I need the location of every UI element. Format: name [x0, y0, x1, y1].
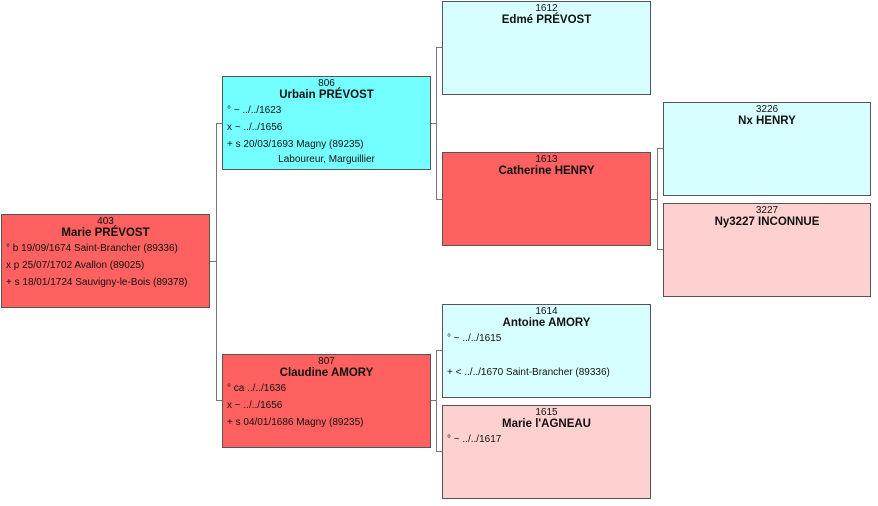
- connector-line: [436, 199, 442, 200]
- death-event: + s 04/01/1686 Magny (89235): [227, 417, 364, 428]
- person-name: Catherine HENRY: [498, 165, 595, 177]
- connector-line: [657, 148, 658, 249]
- connector-line: [436, 350, 437, 451]
- death-event: + < ../../1670 Saint-Brancher (89336): [447, 367, 610, 378]
- person-name: Marie PRÉVOST: [61, 227, 150, 239]
- connector-line: [436, 47, 442, 48]
- death-event: + s 20/03/1693 Magny (89235): [227, 139, 364, 150]
- sosa-number: 807: [318, 356, 335, 367]
- connector-line: [431, 123, 437, 124]
- person-card-1615[interactable]: 1615 Marie l'AGNEAU ° ~ ../../1617: [442, 405, 651, 499]
- sosa-number: 1614: [535, 306, 558, 317]
- person-card-1613[interactable]: 1613 Catherine HENRY: [442, 152, 651, 246]
- person-card-1614[interactable]: 1614 Antoine AMORY ° ~ ../../1615 + < ..…: [442, 304, 651, 398]
- birth-event: ° b 19/09/1674 Saint-Brancher (89336): [6, 243, 178, 254]
- connector-line: [431, 400, 437, 401]
- connector-line: [651, 199, 657, 200]
- connector-line: [657, 249, 663, 250]
- person-card-3227[interactable]: 3227 Ny3227 INCONNUE: [663, 203, 871, 297]
- sosa-number: 3226: [755, 104, 779, 115]
- connector-line: [436, 47, 437, 199]
- connector-line: [216, 123, 217, 400]
- person-name: Nx HENRY: [738, 115, 796, 127]
- connector-line: [216, 123, 222, 124]
- connector-line: [436, 451, 442, 452]
- connector-line: [210, 261, 217, 262]
- person-card-806[interactable]: 806 Urbain PRÉVOST ° ~ ../../1623 x ~ ..…: [222, 76, 431, 170]
- sosa-number: 806: [318, 78, 335, 89]
- connector-line: [657, 148, 663, 149]
- person-name: Claudine AMORY: [279, 367, 374, 379]
- death-event: + s 18/01/1724 Sauvigny-le-Bois (89378): [6, 277, 188, 288]
- connector-line: [436, 350, 442, 351]
- birth-event: ° ~ ../../1617: [447, 434, 502, 445]
- sosa-number: 1613: [535, 154, 558, 165]
- person-card-403[interactable]: 403 Marie PRÉVOST ° b 19/09/1674 Saint-B…: [1, 214, 210, 308]
- sosa-number: 1612: [535, 3, 558, 14]
- person-name: Marie l'AGNEAU: [501, 418, 591, 430]
- sosa-number: 403: [97, 216, 114, 227]
- marriage-event: [443, 347, 650, 364]
- sosa-number: 3227: [755, 205, 779, 216]
- person-name: Urbain PRÉVOST: [279, 89, 374, 101]
- person-card-3226[interactable]: 3226 Nx HENRY: [663, 102, 871, 196]
- birth-event: ° ca ../../1636: [227, 383, 287, 394]
- marriage-event: x ~ ../../1656: [227, 400, 283, 411]
- marriage-event: x ~ ../../1656: [227, 122, 283, 133]
- marriage-event: x p 25/07/1702 Avallon (89025): [6, 260, 145, 271]
- person-name: Edmé PRÉVOST: [501, 14, 592, 26]
- person-card-807[interactable]: 807 Claudine AMORY ° ca ../../1636 x ~ .…: [222, 354, 431, 448]
- person-card-1612[interactable]: 1612 Edmé PRÉVOST: [442, 1, 651, 95]
- person-name: Antoine AMORY: [502, 317, 591, 329]
- occupation: Laboureur, Marguillier: [278, 154, 375, 165]
- birth-event: ° ~ ../../1623: [227, 105, 282, 116]
- sosa-number: 1615: [535, 407, 558, 418]
- birth-event: ° ~ ../../1615: [447, 333, 502, 344]
- connector-line: [216, 400, 222, 401]
- person-name: Ny3227 INCONNUE: [714, 216, 820, 228]
